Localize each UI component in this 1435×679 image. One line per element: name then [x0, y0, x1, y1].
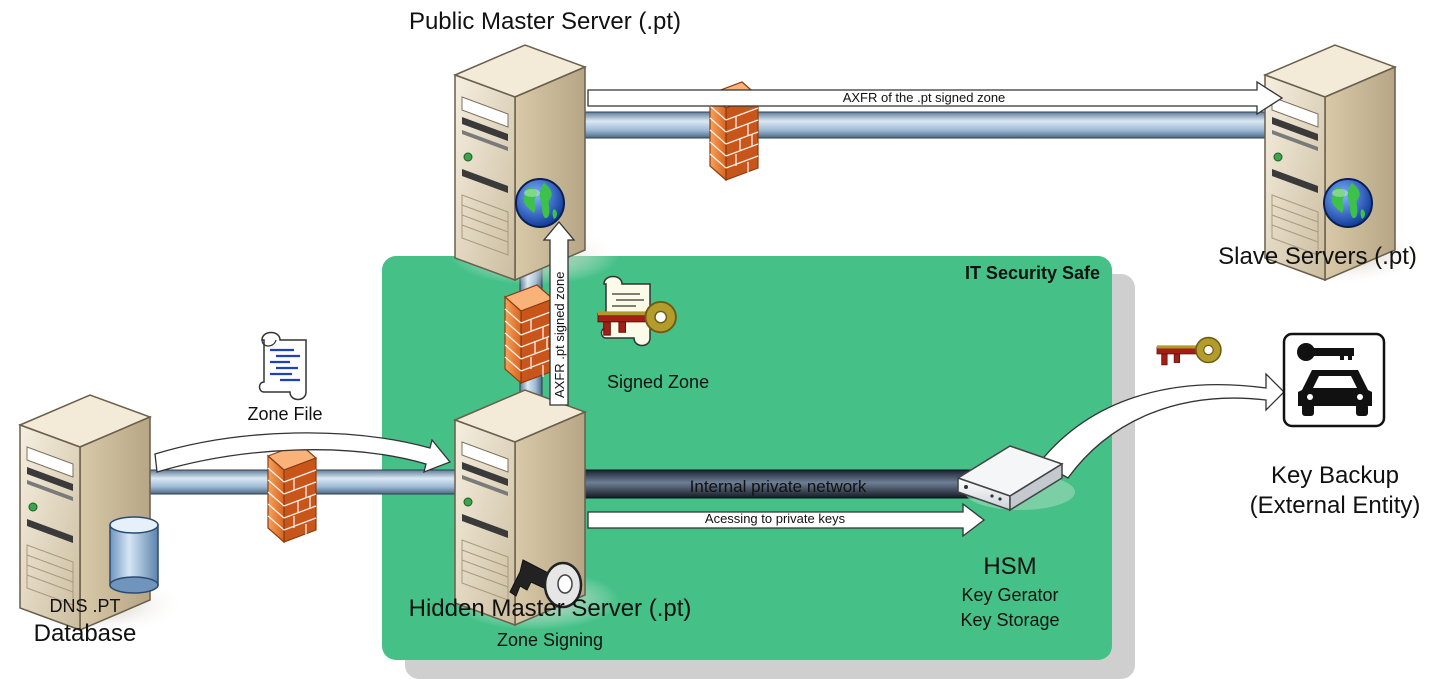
firewall-icon [504, 284, 554, 384]
key-backup-sign-icon [1282, 332, 1386, 428]
firewall-icon [267, 443, 317, 543]
hidden-master-server-label: Hidden Master Server (.pt) [408, 595, 692, 622]
database-cylinder-icon [109, 516, 159, 594]
zone-file-label: Zone File [247, 404, 323, 424]
axfr-public-arrow [587, 80, 1284, 116]
globe-icon [515, 178, 565, 228]
backup-key-icon [1156, 336, 1222, 366]
signed-zone-scroll-icon [600, 275, 651, 347]
public-master-server-label: Public Master Server (.pt) [408, 8, 682, 35]
hidden-master-server-sublabel: Zone Signing [496, 630, 604, 650]
axfr-hidden-label: AXFR .pt signed zone [552, 272, 567, 398]
zone-file-arrow [154, 432, 452, 474]
database-label-top: DNS .PT [49, 596, 121, 616]
slave-servers-label: Slave Servers (.pt) [1218, 243, 1417, 270]
public-master-server [449, 44, 621, 286]
signing-key-icon [509, 559, 583, 609]
axfr-hidden-arrow [542, 220, 576, 406]
database-label-bottom: Database [33, 620, 137, 647]
hsm-device-icon [956, 445, 1075, 512]
zone-file-scroll-icon [258, 331, 307, 401]
private-keys-label: Acessing to private keys [705, 511, 846, 526]
safe-zone-title: IT Security Safe [965, 263, 1100, 283]
key-backup-label-line2: (External Entity) [1249, 492, 1421, 519]
internal-network-pipe [581, 469, 983, 499]
globe-icon [1323, 178, 1373, 228]
internal-network-label: Internal private network [690, 477, 867, 496]
axfr-public-label: AXFR of the .pt signed zone [843, 90, 1006, 105]
key-backup-label-line1: Key Backup [1270, 462, 1400, 489]
hsm-line2: Key Storage [960, 610, 1060, 630]
private-keys-arrow [587, 502, 986, 538]
signed-zone-label: Signed Zone [607, 372, 710, 392]
public-slave-pipe [579, 111, 1271, 139]
hsm-title: HSM [983, 553, 1037, 580]
hsm-line1: Key Gerator [961, 585, 1059, 605]
